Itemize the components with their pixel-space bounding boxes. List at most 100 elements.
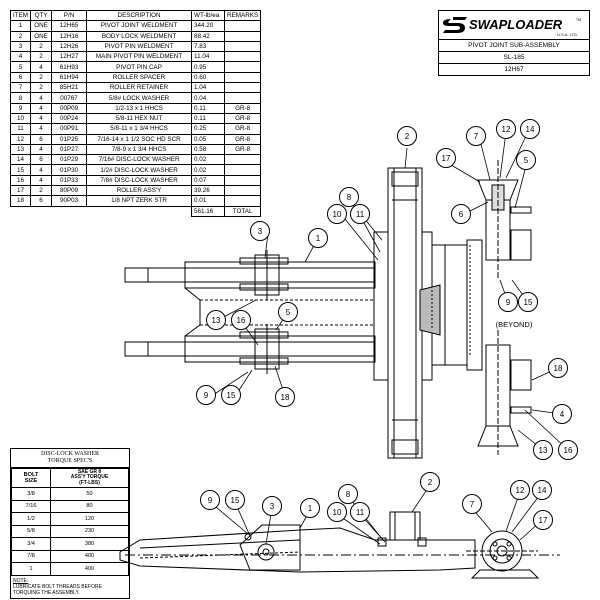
- callout-number: 12: [502, 125, 511, 134]
- bill-of-materials-table: ITEM QTY P/N DESCRIPTION WT-lb/ea REMARK…: [9, 9, 262, 217]
- upper-arm-rear: [124, 267, 186, 283]
- callout-11: 11: [350, 204, 370, 224]
- torque-title-line2: TORQUE SPEC'S: [47, 458, 93, 464]
- callout-number: 10: [333, 210, 342, 219]
- callout-number: 11: [356, 508, 365, 517]
- lower-arm-rear: [124, 341, 186, 357]
- callout-number: 14: [538, 486, 547, 495]
- callout-17: 17: [436, 148, 456, 168]
- callout-16: 16: [558, 440, 578, 460]
- callout-number: 9: [506, 298, 511, 307]
- torque-title-line1: DISC-LOCK WASHER: [40, 451, 100, 457]
- callout-9: 9: [498, 292, 518, 312]
- callout-1: 1: [300, 498, 320, 518]
- callout-number: 12: [516, 486, 525, 495]
- torque-cell-torque-value: 400: [50, 562, 129, 576]
- torque-col1-l2: SIZE: [24, 478, 38, 484]
- callout-number: 5: [286, 308, 291, 317]
- callout-9: 9: [196, 385, 216, 405]
- callout-4: 4: [552, 404, 572, 424]
- torque-col2-l1: SAE GR 8: [77, 468, 102, 475]
- callout-number: 10: [333, 508, 342, 517]
- callout-number: 9: [204, 391, 209, 400]
- callout-2: 2: [397, 126, 417, 146]
- callout-number: 13: [539, 446, 548, 455]
- callout-11: 11: [350, 502, 370, 522]
- torque-spec-table: DISC-LOCK WASHER TORQUE SPEC'S BOLT SIZE…: [10, 448, 130, 599]
- callout-13: 13: [206, 310, 226, 330]
- bom-cell-item: 18: [9, 195, 32, 207]
- callout-10: 10: [327, 502, 347, 522]
- callout-15: 15: [225, 490, 245, 510]
- callout-12: 12: [510, 480, 530, 500]
- torque-col1-l1: BOLT: [23, 472, 39, 478]
- callout-number: 5: [524, 156, 529, 165]
- callout-number: 14: [526, 125, 535, 134]
- torque-col-bolt-size: BOLT SIZE: [11, 468, 51, 488]
- callout-number: 1: [308, 504, 313, 513]
- callout-number: 8: [347, 193, 352, 202]
- callout-7: 7: [466, 126, 486, 146]
- callout-5: 5: [278, 302, 298, 322]
- callout-number: 1: [316, 234, 321, 243]
- callout-number: 17: [442, 154, 451, 163]
- callout-6: 6: [451, 204, 471, 224]
- swaploader-logo-icon: SWAPLOADER TM U.S.A. LTD.: [443, 17, 581, 37]
- callout-7: 7: [462, 494, 482, 514]
- callout-number: 7: [470, 500, 475, 509]
- torque-col2-l3: (FT-LBS): [79, 479, 100, 486]
- side-frame: [119, 527, 476, 573]
- callout-number: 6: [459, 210, 464, 219]
- torque-note: NOTE: LUBRICATE BOLT THREADS BEFORE TORQ…: [11, 576, 129, 598]
- callout-number: 9: [208, 496, 213, 505]
- title-block: SWAPLOADER TM U.S.A. LTD. PIVOT JOINT SU…: [438, 10, 590, 76]
- callout-15: 15: [518, 292, 538, 312]
- callout-number: 16: [564, 446, 573, 455]
- callout-14: 14: [520, 119, 540, 139]
- callout-3: 3: [262, 496, 282, 516]
- drawing-number: 12H67: [504, 66, 524, 73]
- callout-15: 15: [221, 385, 241, 405]
- callout-number: 8: [346, 490, 351, 499]
- callout-8: 8: [339, 187, 359, 207]
- callout-5: 5: [516, 150, 536, 170]
- callout-number: 15: [231, 496, 240, 505]
- callout-number: 13: [212, 316, 221, 325]
- bom-total-label: TOTAL: [224, 205, 262, 217]
- callout-number: 7: [474, 132, 479, 141]
- torque-col2-l2: ASS'Y TORQUE: [70, 474, 109, 481]
- top-view: [124, 160, 532, 459]
- callout-2: 2: [420, 472, 440, 492]
- callout-number: 4: [560, 410, 565, 419]
- callout-14: 14: [532, 480, 552, 500]
- bom-header-row: ITEM QTY P/N DESCRIPTION WT-lb/ea REMARK…: [9, 9, 262, 22]
- callout-13: 13: [533, 440, 553, 460]
- callout-1: 1: [308, 228, 328, 248]
- callout-number: 15: [524, 298, 533, 307]
- callout-18: 18: [548, 358, 568, 378]
- callout-number: 3: [258, 227, 263, 236]
- callout-number: 18: [281, 393, 290, 402]
- callout-number: 17: [539, 516, 548, 525]
- model-number: SL-185: [439, 52, 589, 64]
- callout-8: 8: [338, 484, 358, 504]
- callout-16: 16: [231, 310, 251, 330]
- side-view: [119, 511, 560, 579]
- callout-17: 17: [533, 510, 553, 530]
- torque-note-label: NOTE:: [13, 577, 29, 584]
- callout-number: 16: [237, 316, 246, 325]
